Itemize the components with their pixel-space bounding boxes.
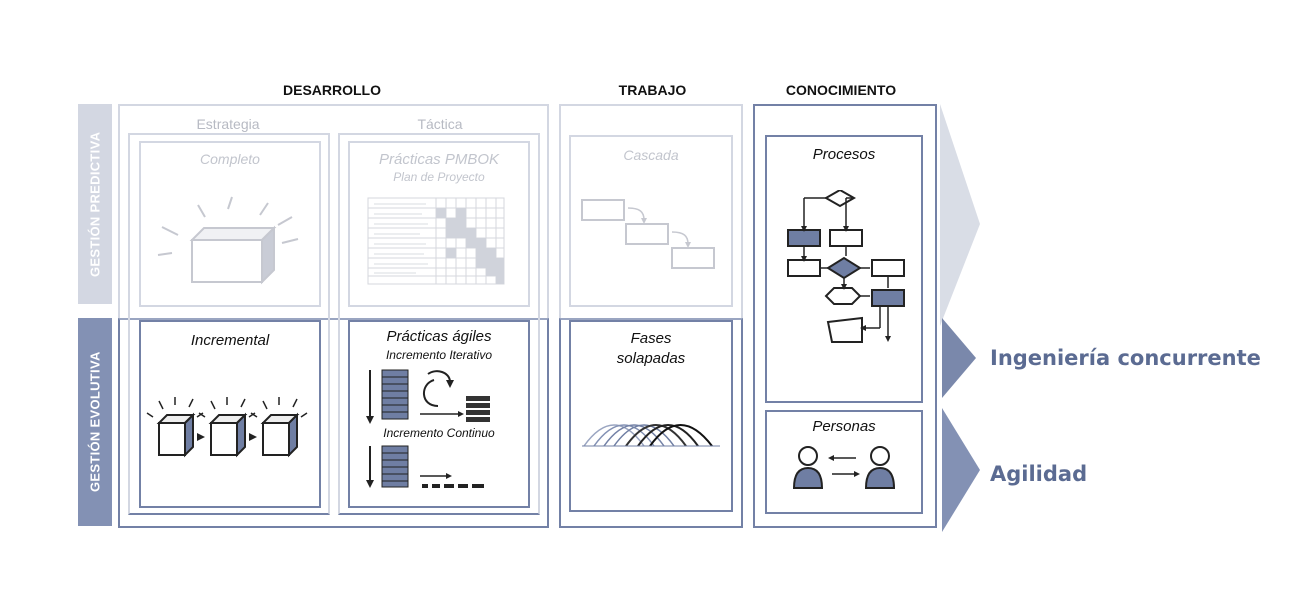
row-label-predictiva-text: GESTIÓN PREDICTIVA — [87, 131, 103, 277]
desarrollo-evolutive-frame — [118, 318, 549, 528]
estrategia-column — [128, 133, 330, 515]
cell-cascada-title: Cascada — [623, 147, 679, 163]
subheader-tactica: Táctica — [417, 116, 463, 132]
cell-agiles-iterativo: Incremento Iterativo — [385, 348, 493, 362]
header-trabajo: TRABAJO — [618, 82, 687, 98]
incremental-cubes-icon — [146, 397, 308, 458]
arrow-agilidad-shape — [942, 408, 980, 532]
complete-box-icon — [157, 196, 299, 285]
iterative-increment-icon — [366, 369, 490, 424]
conocimiento-frame — [753, 104, 937, 528]
overlapping-phases-icon — [582, 424, 720, 447]
row-label-predictiva: GESTIÓN PREDICTIVA — [78, 104, 112, 304]
outcome-arrows — [940, 104, 980, 532]
row-label-evolutiva: GESTIÓN EVOLUTIVA — [78, 318, 112, 526]
cell-incremental — [139, 320, 321, 508]
header-conocimiento: CONOCIMIENTO — [785, 82, 897, 98]
cell-cascada — [569, 135, 733, 307]
cell-agiles-title: Prácticas ágiles — [386, 328, 492, 345]
cell-personas-title: Personas — [812, 418, 876, 435]
row-label-evolutiva-text: GESTIÓN EVOLUTIVA — [87, 351, 103, 493]
cell-incremental-title: Incremental — [190, 332, 270, 349]
waterfall-icon — [581, 199, 715, 269]
desarrollo-predictive-frame — [118, 104, 549, 320]
cell-agiles — [348, 320, 530, 508]
cell-fases-line2: solapadas — [616, 350, 686, 367]
process-flowchart-icon — [787, 190, 905, 343]
cell-fases-line1: Fases — [630, 330, 672, 347]
tactica-column — [338, 133, 540, 515]
continuous-increment-icon — [366, 445, 484, 488]
cell-procesos — [765, 135, 923, 403]
trabajo-evolutive-frame — [559, 318, 743, 528]
cell-completo — [139, 141, 321, 307]
cell-completo-title: Completo — [200, 151, 260, 167]
cell-pmbok-title: Prácticas PMBOK — [378, 151, 500, 168]
arrow-ingenieria-shape — [942, 318, 976, 398]
outcome-agilidad: Agilidad — [990, 462, 1088, 486]
people-exchange-icon — [792, 446, 896, 489]
trabajo-predictive-frame — [559, 104, 743, 320]
cell-fases-solapadas — [569, 320, 733, 512]
header-desarrollo: DESARROLLO — [283, 82, 381, 98]
cell-personas — [765, 410, 923, 514]
subheader-estrategia: Estrategia — [196, 116, 260, 132]
cell-pmbok-subtitle: Plan de Proyecto — [393, 170, 485, 184]
cell-pmbok — [348, 141, 530, 307]
cell-procesos-title: Procesos — [812, 146, 876, 163]
cell-agiles-continuo: Incremento Continuo — [383, 426, 495, 440]
gantt-plan-icon — [367, 197, 505, 285]
outcome-ingenieria-concurrente: Ingeniería concurrente — [990, 346, 1261, 370]
arrow-predictive-shape — [940, 104, 980, 326]
